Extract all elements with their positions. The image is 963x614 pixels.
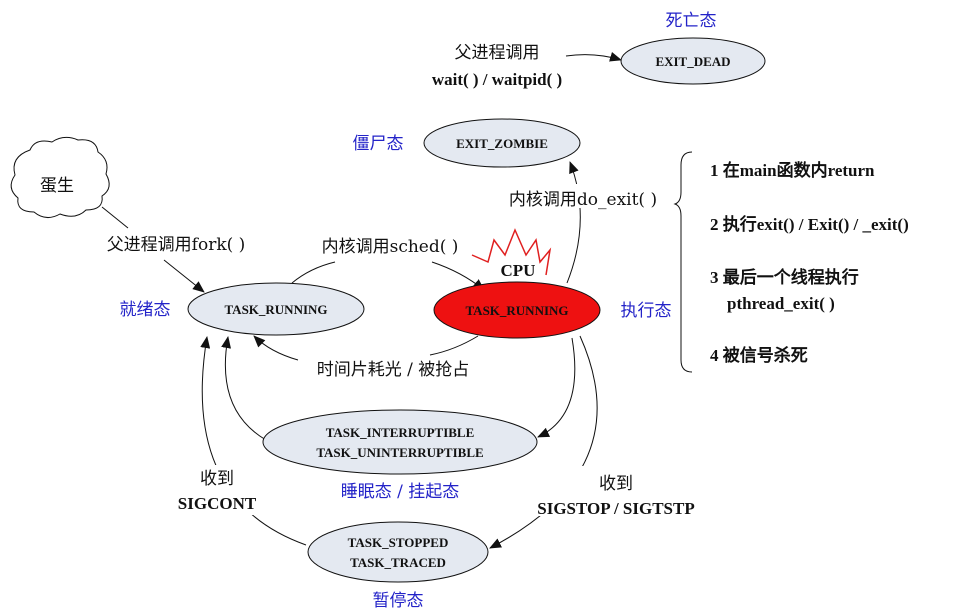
edge-sleep-to-ready	[221, 336, 267, 441]
preempt-label: 时间片耗光 / 被抢占	[317, 360, 470, 380]
edge-running-to-sleep	[537, 337, 576, 438]
cpu-text: CPU	[501, 261, 536, 280]
edge-fork	[163, 259, 205, 293]
exit-dead-node: EXIT_DEAD	[620, 37, 766, 85]
stopped-text-2: TASK_TRACED	[350, 555, 446, 570]
exit-reason: pthread_exit( )	[727, 294, 835, 313]
ready-node: TASK_RUNNING	[187, 282, 365, 336]
running-label: 执行态	[621, 301, 672, 321]
edge-birth-line	[101, 206, 129, 229]
birth-text: 蛋生	[40, 176, 74, 196]
exit-zombie-node: EXIT_ZOMBIE	[423, 118, 581, 168]
fork-label: 父进程调用fork( )	[107, 235, 246, 255]
sigstop-label-2: SIGSTOP / SIGTSTP	[537, 499, 694, 518]
sigcont-label-2: SIGCONT	[178, 494, 257, 513]
exit-reasons-list: 1 在main函数内return 2 执行exit() / Exit() / _…	[710, 160, 909, 365]
stopped-label: 暂停态	[373, 591, 424, 611]
exit-zombie-label: 僵尸态	[353, 134, 404, 154]
stopped-node: TASK_STOPPED TASK_TRACED	[307, 521, 489, 583]
do-exit-label: 内核调用do_exit( )	[509, 190, 657, 210]
sleep-label: 睡眠态 / 挂起态	[341, 482, 460, 502]
exit-zombie-text: EXIT_ZOMBIE	[456, 136, 548, 151]
edge-sched-start	[291, 261, 336, 284]
wait-label-1: 父进程调用	[455, 43, 540, 63]
brace	[673, 151, 693, 373]
sigcont-label-1: 收到	[200, 469, 234, 489]
stopped-text-1: TASK_STOPPED	[348, 535, 449, 550]
sigstop-label-1: 收到	[599, 474, 633, 494]
sleep-text-1: TASK_INTERRUPTIBLE	[326, 425, 475, 440]
exit-reason: 2 执行exit() / Exit() / _exit()	[710, 214, 909, 234]
edge-running-to-stopped	[489, 335, 598, 549]
edge-do-exit	[566, 161, 581, 284]
sched-label: 内核调用sched( )	[322, 237, 459, 257]
exit-dead-text: EXIT_DEAD	[655, 54, 730, 69]
sleep-text-2: TASK_UNINTERRUPTIBLE	[316, 445, 483, 460]
exit-reason: 1 在main函数内return	[710, 160, 875, 180]
edge-preempt	[253, 335, 299, 361]
birth-cloud: 蛋生	[10, 136, 110, 218]
running-text: TASK_RUNNING	[465, 303, 568, 318]
exit-reason: 4 被信号杀死	[710, 345, 808, 365]
exit-dead-label: 死亡态	[666, 11, 717, 31]
exit-reason: 3 最后一个线程执行	[710, 267, 859, 287]
running-node: TASK_RUNNING	[433, 281, 601, 339]
edge-preempt-start	[429, 335, 479, 356]
wait-label-2: wait( ) / waitpid( )	[432, 70, 562, 89]
edge-zombie-to-dead	[565, 51, 622, 62]
ready-text: TASK_RUNNING	[224, 302, 327, 317]
ready-label: 就绪态	[120, 300, 171, 320]
cpu-crown-icon	[471, 228, 552, 276]
sleep-node: TASK_INTERRUPTIBLE TASK_UNINTERRUPTIBLE	[262, 409, 538, 475]
